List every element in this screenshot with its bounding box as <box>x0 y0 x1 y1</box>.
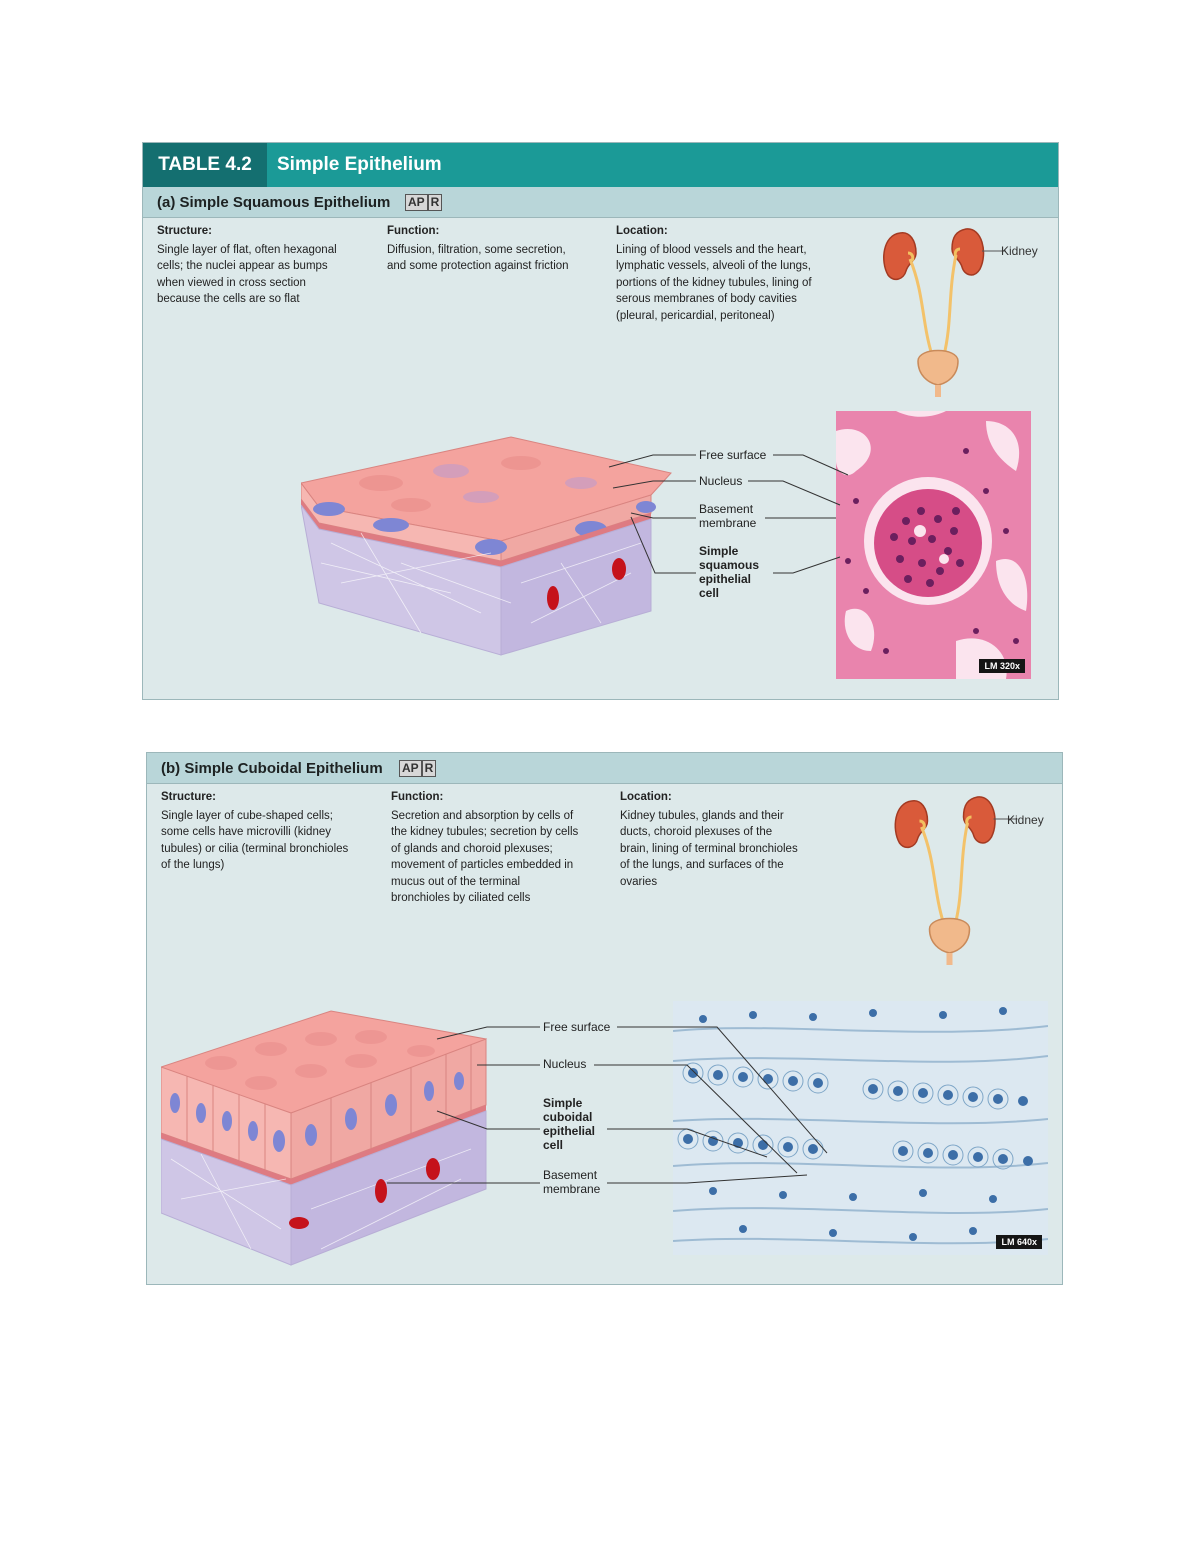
cuboidal-tissue-diagram <box>161 1010 488 1266</box>
apr-badge: AP R <box>399 760 437 777</box>
panel-simple-cuboidal: (b) Simple Cuboidal Epithelium AP R Stru… <box>146 752 1063 1285</box>
structure-label: Structure: <box>161 791 216 803</box>
structure-text: Single layer of flat, often hexagonal ce… <box>157 243 337 306</box>
basement-membrane-label: Basement membrane <box>699 502 757 530</box>
magnification-badge: LM 320x <box>979 659 1025 673</box>
table-title: Simple Epithelium <box>277 154 442 175</box>
structure-label: Structure: <box>157 225 212 237</box>
location-text: Lining of blood vessels and the heart, l… <box>616 243 812 322</box>
location-text: Kidney tubules, glands and their ducts, … <box>620 809 798 888</box>
kidney-illustration <box>883 228 1006 397</box>
table-header: TABLE 4.2 Simple Epithelium <box>143 143 1058 187</box>
section-b-header: (b) Simple Cuboidal Epithelium AP R <box>147 753 1062 784</box>
apr-badge: AP R <box>405 194 443 211</box>
panel-simple-squamous: TABLE 4.2 Simple Epithelium (a) Simple S… <box>142 142 1059 700</box>
kidney-label: Kidney <box>1001 244 1038 258</box>
function-column: Function: Secretion and absorption by ce… <box>391 789 579 907</box>
free-surface-label: Free surface <box>699 448 767 462</box>
structure-text: Single layer of cube-shaped cells; some … <box>161 809 349 872</box>
function-text: Secretion and absorption by cells of the… <box>391 809 579 905</box>
structure-column: Structure: Single layer of flat, often h… <box>157 223 343 308</box>
function-text: Diffusion, filtration, some secretion, a… <box>387 243 569 273</box>
kidney-illustration <box>894 796 1018 965</box>
function-label: Function: <box>391 791 444 803</box>
nucleus-label: Nucleus <box>543 1057 587 1071</box>
nucleus-label: Nucleus <box>699 474 743 488</box>
kidney-label: Kidney <box>1007 813 1044 827</box>
location-column: Location: Kidney tubules, glands and the… <box>620 789 804 890</box>
ap-badge: AP <box>405 194 428 211</box>
section-a-header: (a) Simple Squamous Epithelium AP R <box>143 187 1058 218</box>
location-label: Location: <box>616 225 668 237</box>
r-badge: R <box>427 194 443 211</box>
function-label: Function: <box>387 225 440 237</box>
structure-column: Structure: Single layer of cube-shaped c… <box>161 789 361 874</box>
magnification-badge: LM 640x <box>996 1235 1042 1249</box>
squamous-cell-label: Simple squamous epithelial cell <box>699 544 760 600</box>
basement-membrane-label: Basement membrane <box>543 1168 601 1196</box>
location-label: Location: <box>620 791 672 803</box>
r-badge: R <box>421 760 437 777</box>
function-column: Function: Diffusion, filtration, some se… <box>387 223 573 275</box>
section-b-title: (b) Simple Cuboidal Epithelium <box>161 760 383 777</box>
squamous-tissue-diagram <box>301 436 672 656</box>
cuboidal-cell-label: Simple cuboidal epithelial cell <box>543 1096 596 1152</box>
squamous-micrograph: LM 320x <box>836 411 1031 679</box>
free-surface-label: Free surface <box>543 1020 611 1034</box>
section-a-title: (a) Simple Squamous Epithelium <box>157 194 391 211</box>
cuboidal-micrograph: LM 640x <box>673 1001 1048 1255</box>
table-number: TABLE 4.2 <box>143 143 267 187</box>
location-column: Location: Lining of blood vessels and th… <box>616 223 812 324</box>
ap-badge: AP <box>399 760 422 777</box>
